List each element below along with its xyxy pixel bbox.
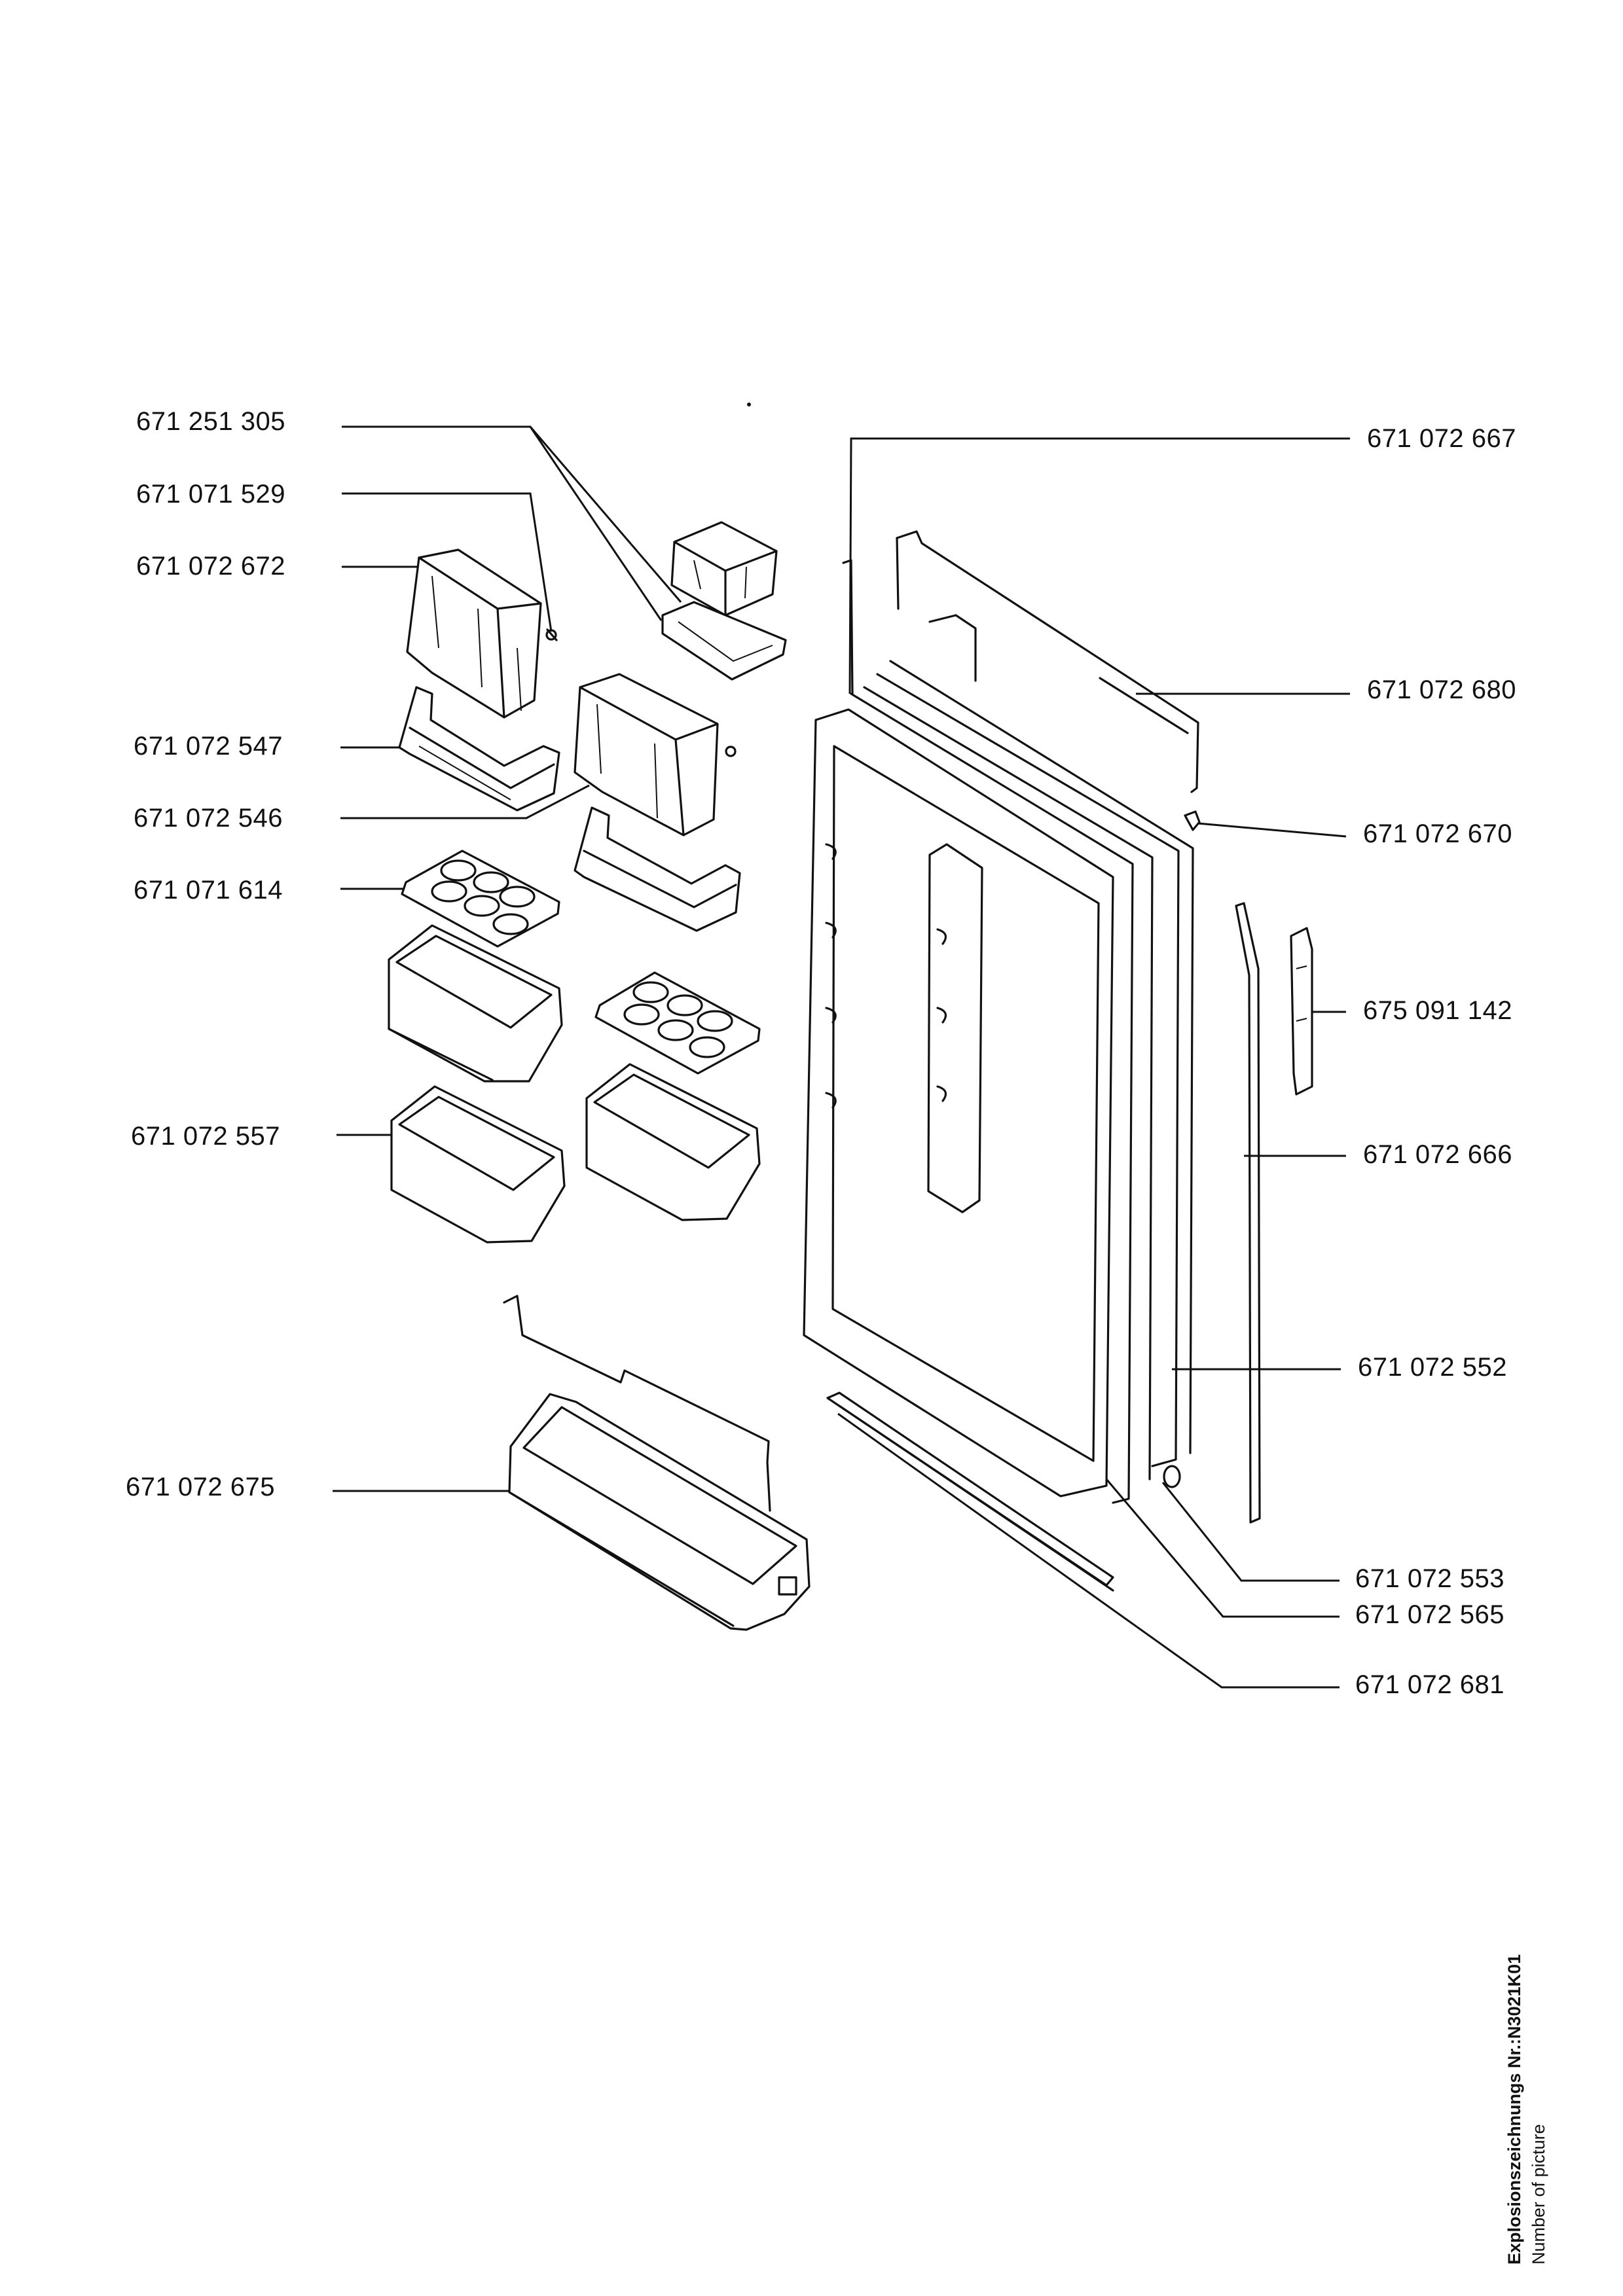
door-inner-panel [803,708,1114,1498]
picture-number-caption: Explosionszeichnungs Nr.:N3021K01 Number… [1504,1767,1583,2265]
part-label-671-071-614: 671 071 614 [134,876,283,905]
door-frame-layers [850,660,1194,1504]
strip-666 [1235,902,1261,1524]
plug-670 [1184,810,1201,831]
leader-671-251-305 [342,425,682,621]
rail-bar [503,1295,771,1512]
part-label-671-072-666: 671 072 666 [1363,1140,1512,1169]
part-label-671-072-557: 671 072 557 [131,1122,280,1151]
shelf-tray-2 [574,806,741,932]
leader-671-072-681 [837,1412,1340,1689]
leader-671-072-667 [848,437,1350,694]
leader-671-072-553 [1161,1482,1340,1582]
part-label-671-072-675: 671 072 675 [126,1473,275,1501]
caption-drawing-number: Explosionszeichnungs Nr.:N3021K01 [1504,1954,1524,2265]
tall-bin-546 [574,673,737,836]
shelf-tray-547 [398,686,560,812]
part-label-671-071-529: 671 071 529 [136,480,285,509]
hinge-bracket-142 [1290,927,1313,1096]
part-label-671-072-670: 671 072 670 [1363,819,1512,848]
leader-lines [333,425,1350,1689]
small-tub-1 [388,924,563,1083]
leader-671-071-529 [342,492,553,632]
part-label-671-251-305: 671 251 305 [136,407,285,436]
small-tub-3 [585,1063,761,1221]
strip-681 [826,1391,1114,1592]
tall-bin-part [406,548,558,719]
part-label-671-072-565: 671 072 565 [1355,1600,1504,1629]
caption-number-of-picture: Number of picture [1529,2124,1548,2265]
part-label-671-072-552: 671 072 552 [1358,1353,1507,1382]
bottle-shelf-675 [508,1393,811,1631]
small-box-part [661,521,787,681]
part-label-671-072-681: 671 072 681 [1355,1670,1504,1699]
egg-tray-1 [401,850,560,948]
back-panel-680 [896,530,1199,793]
part-label-671-072-672: 671 072 672 [136,552,285,581]
screw-553 [1163,1465,1181,1488]
leader-671-072-565 [1105,1479,1340,1618]
strip-667 [842,559,854,695]
part-label-671-072-667: 671 072 667 [1367,424,1516,453]
leader-671-072-546 [340,784,590,819]
egg-tray-2 [594,971,761,1075]
leader-671-072-670 [1197,822,1347,838]
part-label-675-091-142: 675 091 142 [1363,996,1512,1025]
part-label-671-072-680: 671 072 680 [1367,675,1516,704]
part-label-671-072-547: 671 072 547 [134,732,283,761]
part-label-671-072-546: 671 072 546 [134,804,283,833]
stray-dots [747,403,751,406]
part-label-671-072-553: 671 072 553 [1355,1564,1504,1593]
small-tub-557 [390,1085,566,1244]
